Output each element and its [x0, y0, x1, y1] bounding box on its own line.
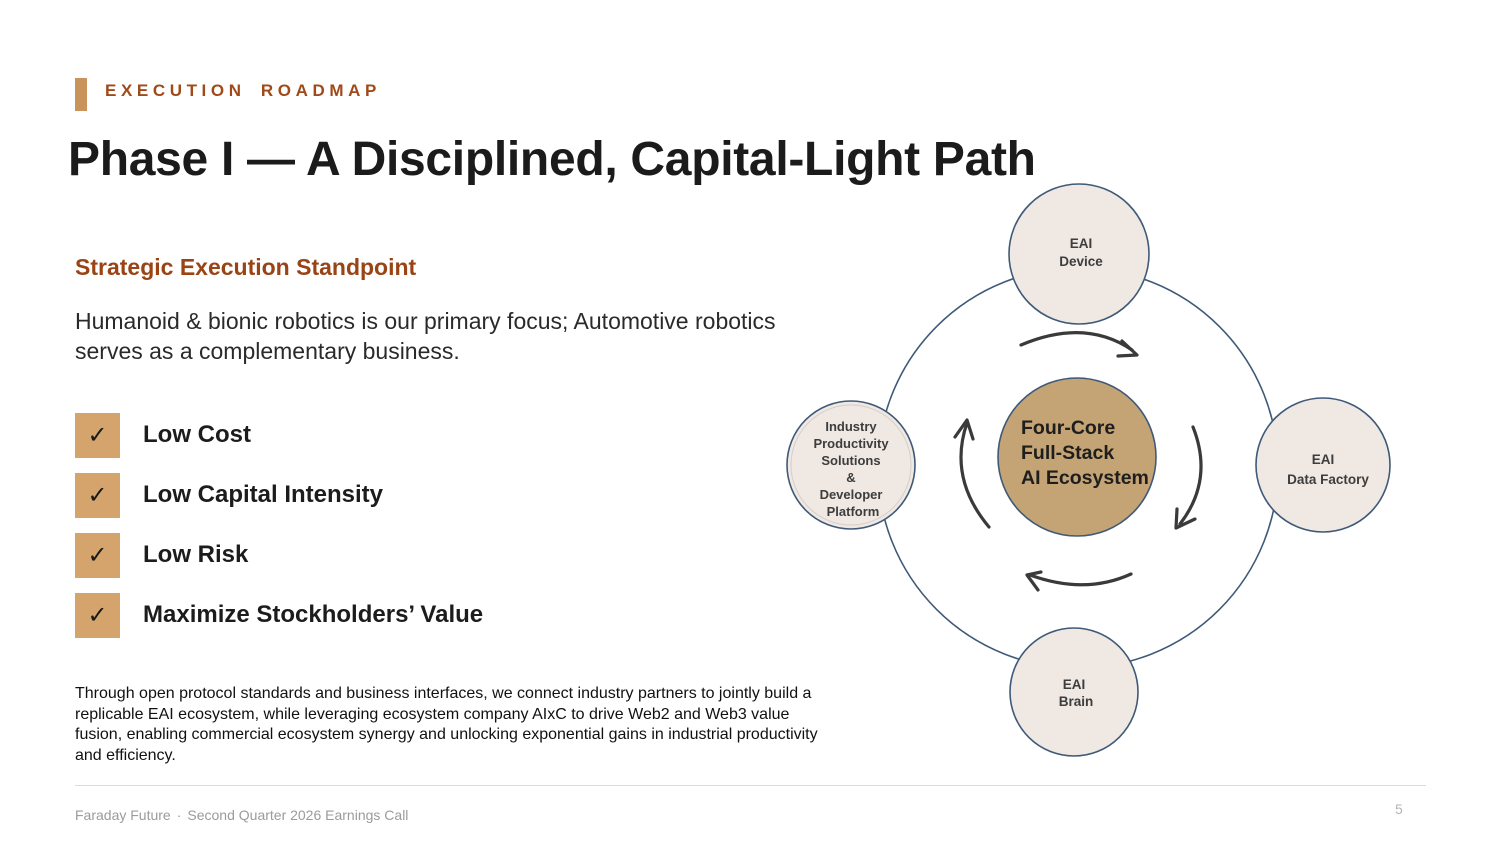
- check-icon: ✓: [75, 592, 120, 638]
- arrow-right-down-icon: [1178, 425, 1203, 526]
- center-label: Full-Stack: [1021, 442, 1114, 464]
- node-label: Developer: [820, 487, 883, 502]
- check-icon: ✓: [75, 412, 120, 458]
- checklist-item-maximize-value: ✓ Maximize Stockholders’ Value: [75, 592, 483, 638]
- check-icon: ✓: [75, 472, 120, 518]
- lead-statement: Humanoid & bionic robotics is our primar…: [75, 308, 776, 364]
- arrow-top-right-icon: [1019, 331, 1134, 352]
- page-title: Phase I — A Disciplined, Capital-Light P…: [68, 133, 1036, 186]
- eyebrow-accent-bar: [75, 78, 87, 111]
- checklist: ✓ Low Cost ✓ Low Capital Intensity ✓ Low…: [75, 412, 483, 652]
- center-label: AI Ecosystem: [1021, 467, 1149, 489]
- checklist-item-low-cost: ✓ Low Cost: [75, 412, 483, 458]
- node-label: EAI: [1312, 452, 1335, 467]
- page-number: 5: [1395, 801, 1403, 817]
- arrow-left-up-icon: [959, 421, 991, 529]
- node-label: Device: [1059, 254, 1103, 269]
- node-eai-data-factory: EAI Data Factory: [1255, 397, 1391, 533]
- footer: Faraday Future · Second Quarter 2026 Earni…: [75, 807, 408, 823]
- checklist-item-low-risk: ✓ Low Risk: [75, 532, 483, 578]
- checklist-item-low-capital-intensity: ✓ Low Capital Intensity: [75, 472, 483, 518]
- eyebrow-label: EXECUTION ROADMAP: [105, 81, 381, 100]
- arrow-left-up-head-icon: [953, 418, 975, 441]
- ecosystem-ring: [877, 267, 1279, 669]
- arrow-top-right-head-icon: [1116, 339, 1139, 358]
- node-label: Platform: [827, 504, 880, 519]
- section-heading: Strategic Execution Standpoint: [75, 254, 417, 280]
- footer-company: Faraday Future: [75, 807, 171, 823]
- cycle-arrows: [953, 331, 1203, 592]
- check-icon: ✓: [75, 532, 120, 578]
- footer-divider: [75, 785, 1426, 786]
- node-label: Brain: [1059, 694, 1094, 709]
- checklist-label: Maximize Stockholders’ Value: [143, 601, 484, 628]
- arrow-bottom-left-icon: [1028, 572, 1133, 587]
- center-label: Four-Core: [1021, 417, 1115, 439]
- node-eai-brain: EAI Brain: [1009, 627, 1139, 757]
- node-eai-device: EAI Device: [1008, 183, 1150, 325]
- node-label: EAI: [1063, 677, 1086, 692]
- node-label: EAI: [1070, 236, 1093, 251]
- arrow-bottom-left-head-icon: [1025, 570, 1043, 592]
- arrow-right-down-head-icon: [1174, 507, 1197, 530]
- checklist-label: Low Risk: [143, 541, 249, 568]
- checklist-label: Low Cost: [143, 421, 251, 448]
- node-industry-platform: Industry Productivity Solutions & Develo…: [786, 400, 916, 530]
- node-label: Productivity: [813, 436, 889, 451]
- node-label: Data Factory: [1287, 472, 1369, 487]
- ecosystem-description: Through open protocol standards and busi…: [75, 685, 818, 764]
- checklist-label: Low Capital Intensity: [143, 481, 384, 508]
- center-node: Four-Core Full-Stack AI Ecosystem: [997, 377, 1157, 537]
- footer-separator: ·: [176, 807, 182, 823]
- node-label: Industry: [825, 419, 877, 434]
- node-label: Solutions: [821, 453, 880, 468]
- node-label: &: [846, 470, 855, 485]
- footer-event: Second Quarter 2026 Earnings Call: [187, 807, 409, 823]
